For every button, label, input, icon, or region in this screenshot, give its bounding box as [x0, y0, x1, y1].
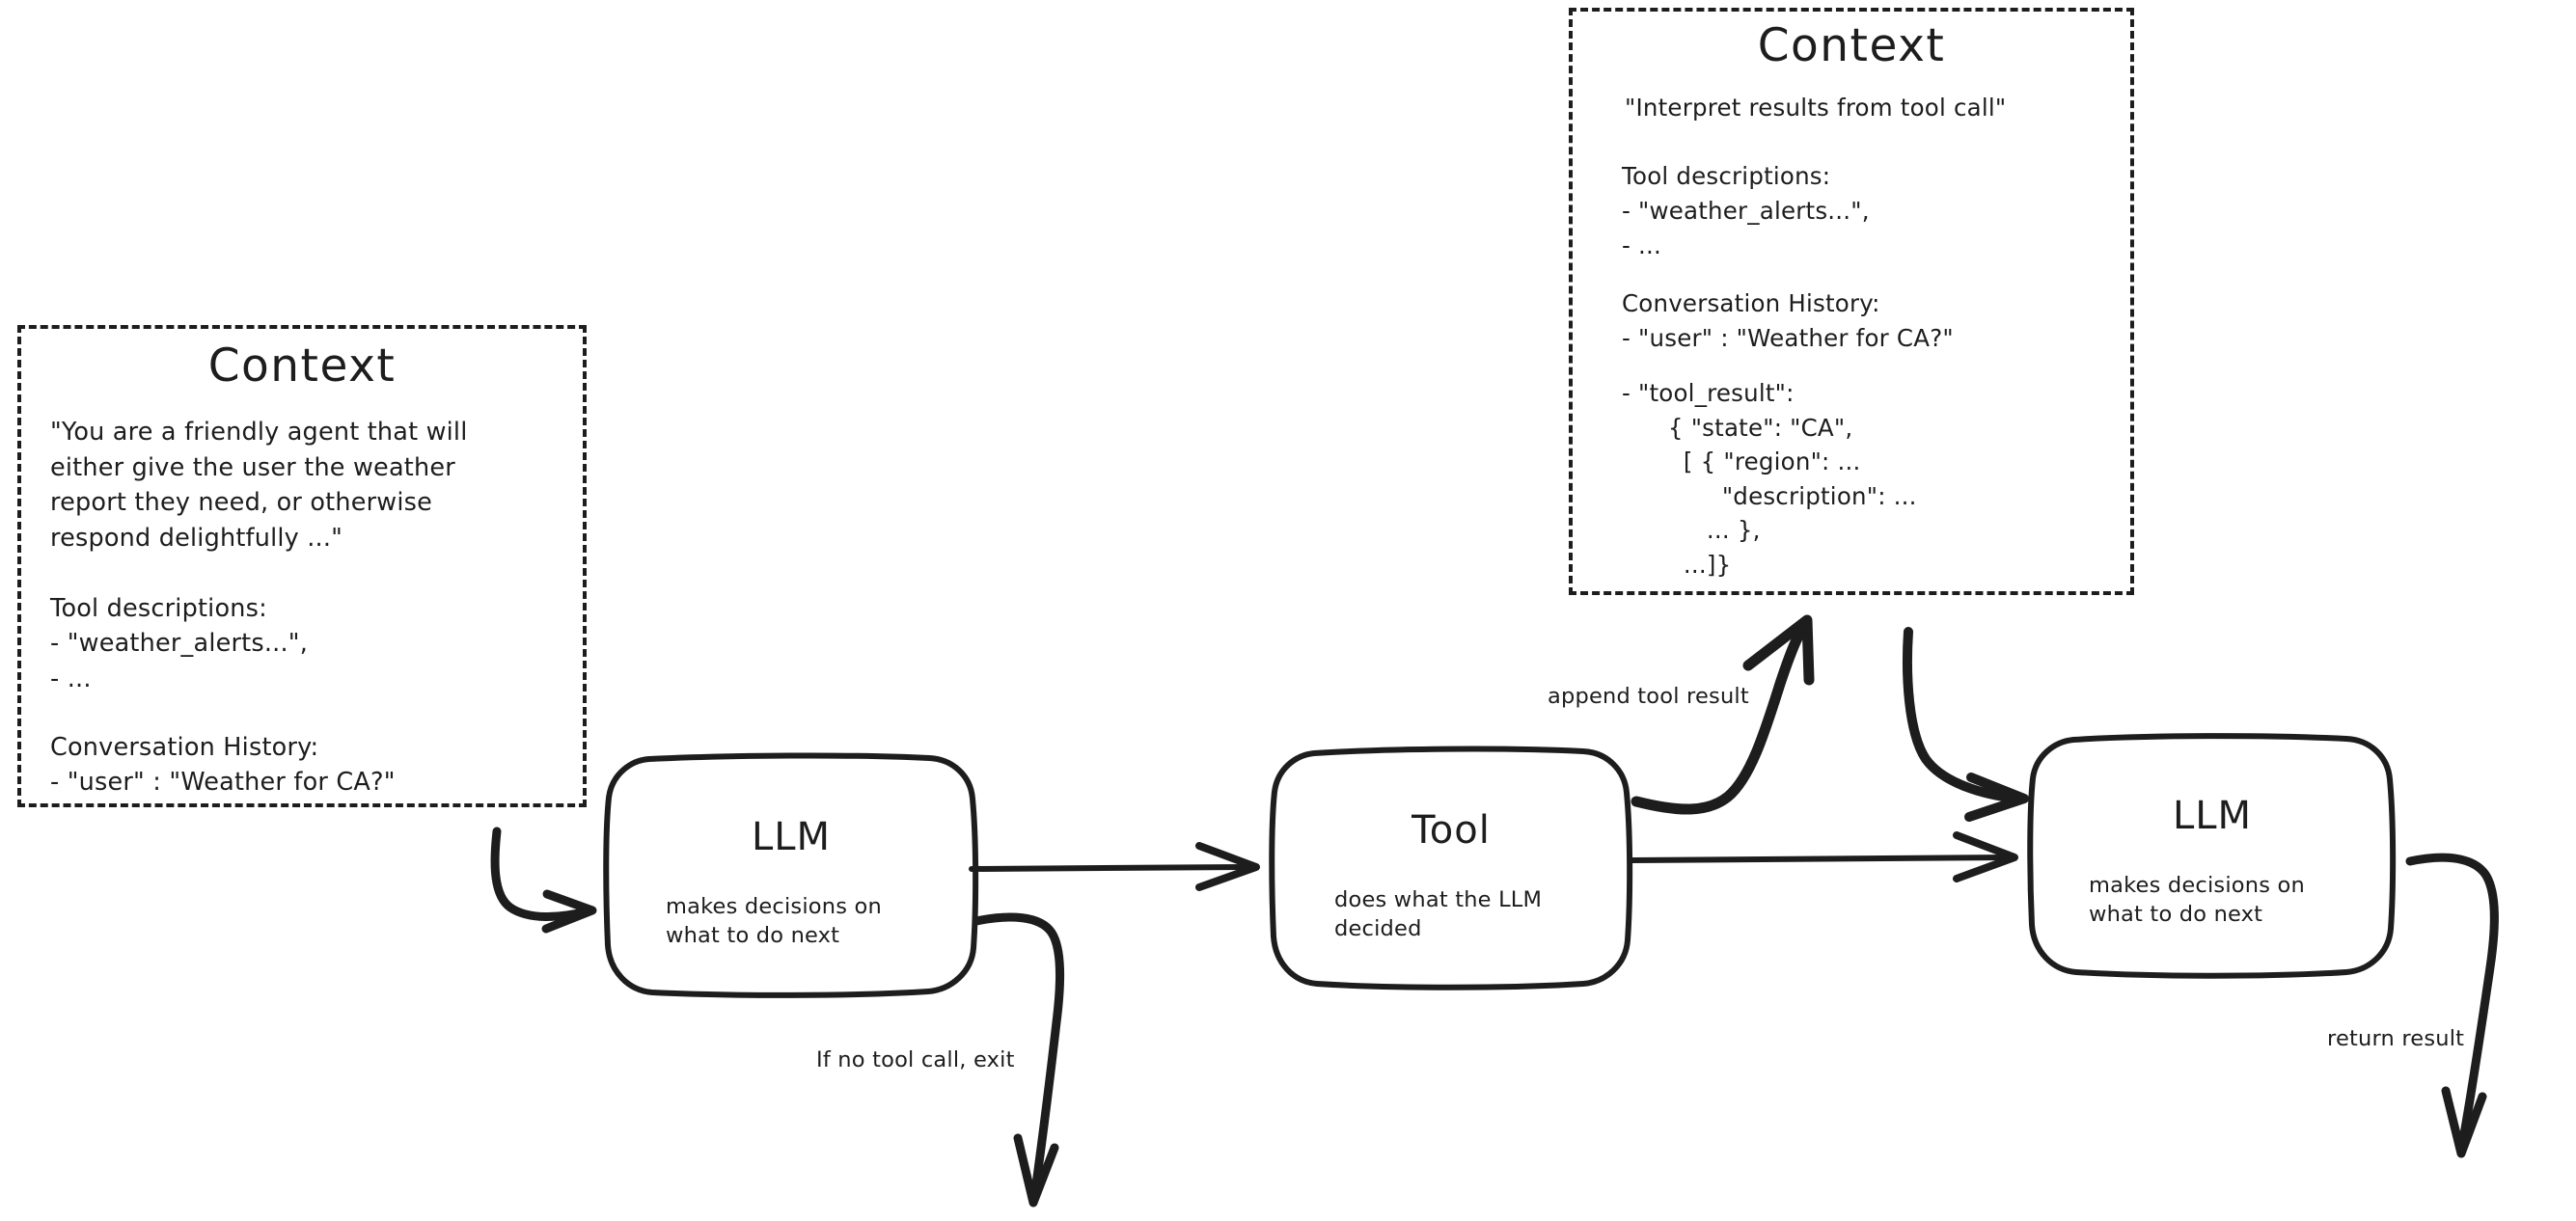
arrow-context-to-llm-right: [1903, 627, 2029, 822]
context-right-system-prompt: "Interpret results from tool call": [1625, 94, 2007, 122]
arrow-llm-exit: [972, 912, 1065, 1207]
context-right-tool-items: - "weather_alerts...", - ...: [1622, 197, 1870, 259]
context-left-tools-heading: Tool descriptions:: [50, 594, 267, 623]
arrow-tool-to-context: [1631, 614, 1815, 815]
context-box-left: [17, 325, 587, 807]
node-box-llm-right[interactable]: [2020, 728, 2404, 985]
edge-label-return-result: return result: [2327, 1026, 2465, 1051]
context-right-history-user: - "user" : "Weather for CA?": [1622, 324, 1954, 352]
llm-right-title: LLM: [2172, 794, 2253, 838]
context-left-title: Context: [207, 339, 397, 393]
node-box-llm-left[interactable]: [596, 747, 986, 1003]
edge-label-append-tool-result: append tool result: [1548, 684, 1749, 709]
context-left-system-prompt: "You are a friendly agent that will eith…: [50, 418, 468, 553]
context-left-history-heading: Conversation History:: [50, 733, 319, 762]
context-left-history-items: - "user" : "Weather for CA?": [50, 768, 396, 797]
context-right-tool-result: - "tool_result": { "state": "CA", [ { "r…: [1622, 379, 1917, 579]
edge-label-if-no-tool-call-exit: If no tool call, exit: [816, 1047, 1015, 1072]
context-right-tools-heading: Tool descriptions:: [1622, 162, 1831, 190]
context-left-tool-items: - "weather_alerts...", - ...: [50, 629, 309, 693]
arrow-tool-to-llm-right: [1630, 831, 2018, 882]
tool-title: Tool: [1411, 808, 1491, 853]
llm-left-title: LLM: [751, 815, 832, 859]
context-box-right: [1569, 8, 2134, 595]
arrow-context-to-llm: [490, 827, 597, 934]
arrow-llm-to-tool: [969, 842, 1260, 891]
node-box-tool[interactable]: [1262, 741, 1640, 995]
arrow-llm-right-return: [2405, 853, 2499, 1158]
context-right-history-heading: Conversation History:: [1622, 289, 1880, 317]
tool-subtitle: does what the LLM decided: [1334, 887, 1543, 941]
llm-right-subtitle: makes decisions on what to do next: [2089, 873, 2305, 927]
llm-left-subtitle: makes decisions on what to do next: [666, 894, 882, 948]
context-right-title: Context: [1757, 19, 1946, 72]
